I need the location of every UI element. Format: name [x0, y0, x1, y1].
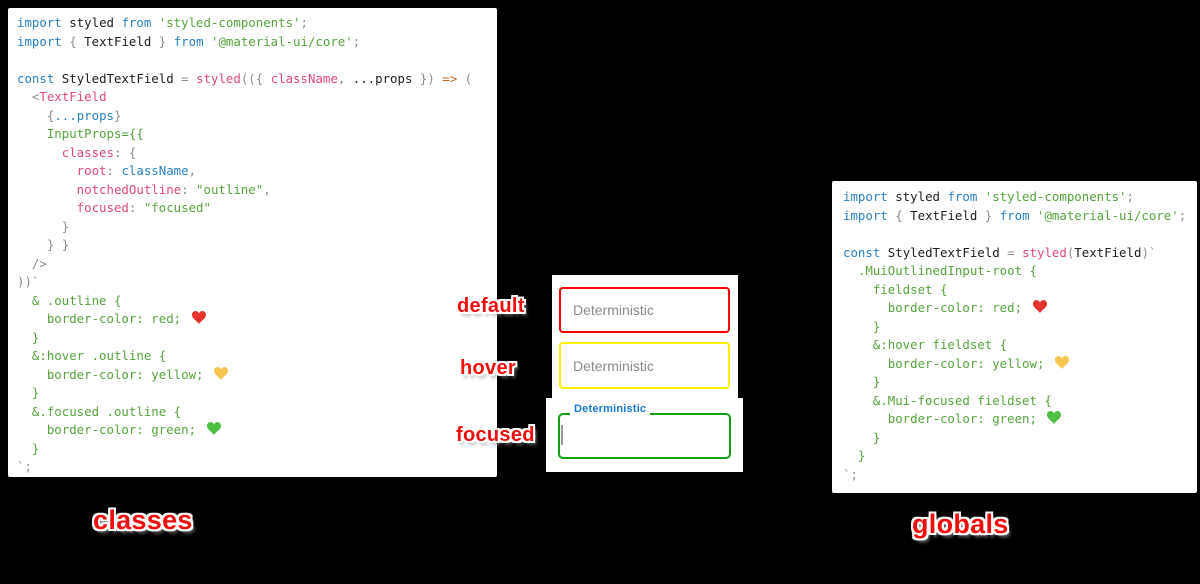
code-line: } — [17, 440, 40, 456]
textfield-hover-input[interactable] — [561, 344, 728, 387]
yellow-heart-icon — [1054, 355, 1069, 369]
code-line: border-color: yellow; — [843, 355, 1197, 374]
code-line: &:hover .outline { — [17, 348, 167, 363]
code-line: } } — [17, 237, 70, 252]
code-line: fieldset { — [843, 281, 948, 297]
code-line: border-color: red; — [17, 310, 497, 329]
code-line: &.focused .outline { — [17, 403, 182, 419]
code-line: classes: { — [17, 144, 137, 160]
code-line: import { TextField } from '@material-ui/… — [843, 207, 1187, 223]
code-line: <TextField — [17, 89, 107, 104]
code-line: InputProps={{ — [17, 126, 144, 141]
code-line: import styled from 'styled-components'; — [17, 15, 308, 30]
code-line: import styled from 'styled-components'; — [843, 189, 1134, 204]
annotation-classes-title: classes — [93, 505, 193, 535]
code-line: } — [843, 318, 881, 334]
code-line: border-color: green; — [843, 410, 1197, 429]
code-line: const StyledTextField = styled(({ classN… — [17, 70, 473, 86]
globals-code-block: import styled from 'styled-components'; i… — [832, 181, 1197, 493]
code-line: import { TextField } from '@material-ui/… — [17, 33, 361, 49]
code-line: &.Mui-focused fieldset { — [843, 392, 1052, 408]
code-line: } — [17, 385, 40, 400]
code-line: /> — [17, 255, 47, 271]
textfield-focused-input[interactable] — [560, 415, 729, 457]
code-line: `; — [843, 466, 858, 482]
code-line: border-color: green; — [17, 421, 497, 440]
code-line: .MuiOutlinedInput-root { — [843, 263, 1037, 278]
code-line: ))` — [17, 274, 40, 289]
code-line: notchedOutline: "outline", — [17, 181, 271, 197]
code-line — [843, 225, 1197, 244]
text-cursor — [561, 425, 563, 445]
code-line: `; — [17, 459, 32, 474]
yellow-heart-icon — [213, 366, 228, 380]
code-line: root: className, — [17, 163, 197, 178]
code-line: } — [843, 429, 881, 445]
red-heart-icon — [191, 311, 206, 324]
code-line: focused: "focused" — [17, 200, 211, 215]
code-line: } — [17, 218, 70, 234]
textfield-focused-floating-label: Deterministic — [570, 403, 651, 415]
textfield-default[interactable] — [559, 287, 730, 333]
code-line: const StyledTextField = styled(TextField… — [843, 244, 1157, 260]
annotation-globals-title: globals — [912, 509, 1009, 539]
textfield-focused[interactable] — [558, 413, 731, 459]
annotation-hover: hover — [460, 357, 516, 379]
annotation-focused: focused — [456, 424, 535, 446]
textfield-default-input[interactable] — [561, 289, 728, 331]
code-line: } — [843, 448, 866, 463]
code-line: &:hover fieldset { — [843, 337, 1008, 352]
code-line: {...props} — [17, 107, 122, 123]
code-line: } — [843, 374, 881, 389]
code-line — [17, 51, 497, 70]
code-line: border-color: red; — [843, 299, 1197, 318]
red-heart-icon — [1032, 300, 1047, 313]
code-line: } — [17, 329, 40, 345]
code-line: & .outline { — [17, 292, 122, 308]
green-heart-icon — [206, 422, 221, 435]
code-line: border-color: yellow; — [17, 366, 497, 385]
green-heart-icon — [1047, 411, 1062, 424]
annotation-default: default — [457, 295, 525, 317]
classes-code-block: import styled from 'styled-components'; i… — [8, 8, 497, 477]
textfield-hover[interactable] — [559, 342, 730, 389]
